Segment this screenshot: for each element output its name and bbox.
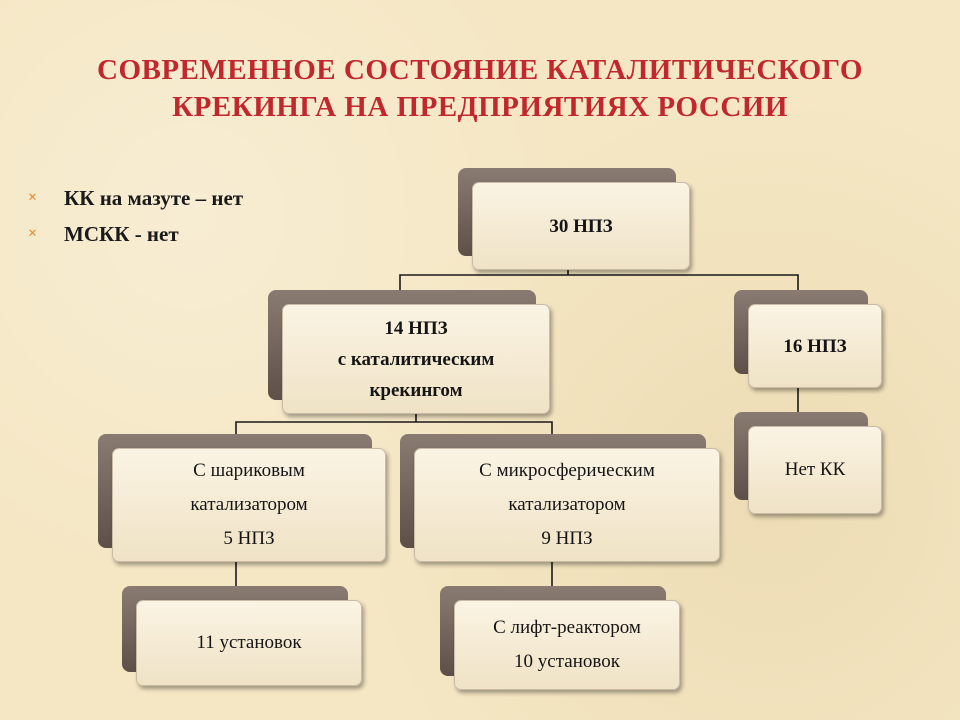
node-30-npz: 30 НПЗ (458, 168, 690, 270)
bullet-list: × КК на мазуте – нет × МСКК - нет (28, 180, 243, 252)
node-no-kk: Нет КК (734, 412, 882, 514)
slide-title: СОВРЕМЕННОЕ СОСТОЯНИЕ КАТАЛИТИЧЕСКОГО КР… (0, 52, 960, 126)
bullet-text: МСКК - нет (64, 222, 179, 246)
node-ball-units: 11 установок (122, 586, 362, 686)
node-microsphere-catalyst: С микросферическим катализатором 9 НПЗ (400, 434, 720, 562)
node-16-npz: 16 НПЗ (734, 290, 882, 388)
node-lift-reactor: С лифт-реактором 10 установок (440, 586, 680, 690)
cross-bullet-icon: × (28, 189, 38, 206)
title-line-1: СОВРЕМЕННОЕ СОСТОЯНИЕ КАТАЛИТИЧЕСКОГО (97, 54, 863, 86)
title-line-2: КРЕКИНГА НА ПРЕДПРИЯТИЯХ РОССИИ (172, 91, 788, 123)
bullet-item: × МСКК - нет (28, 216, 243, 252)
node-14-npz: 14 НПЗ с каталитическим крекингом (268, 290, 550, 414)
cross-bullet-icon: × (28, 225, 38, 242)
bullet-text: КК на мазуте – нет (64, 186, 244, 210)
bullet-item: × КК на мазуте – нет (28, 180, 243, 216)
node-ball-catalyst: С шариковым катализатором 5 НПЗ (98, 434, 386, 562)
